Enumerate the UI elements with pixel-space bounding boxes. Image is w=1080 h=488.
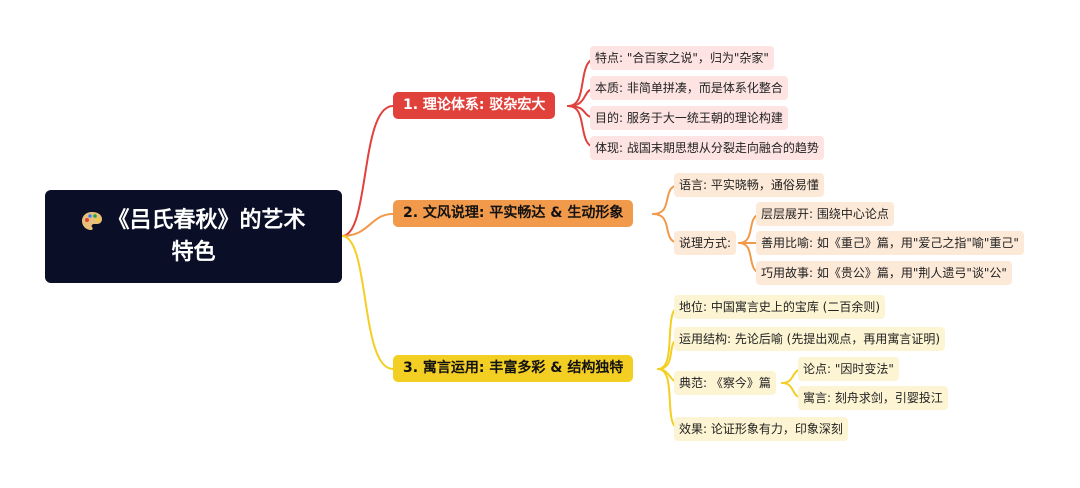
leaf-2-2-2[interactable]: 善用比喻: 如《重己》篇，用"爱己之指"喻"重己" [756, 231, 1024, 255]
leaf-3-3-2[interactable]: 寓言: 刻舟求剑，引婴投江 [798, 386, 948, 410]
leaf-3-4[interactable]: 效果: 论证形象有力，印象深刻 [674, 417, 848, 441]
palette-icon [82, 211, 103, 230]
leaf-2-2-1[interactable]: 层层展开: 围绕中心论点 [756, 202, 894, 226]
leaf-1-1[interactable]: 特点: "合百家之说"，归为"杂家" [590, 46, 774, 70]
leaf-3-3[interactable]: 典范: 《察今》篇 [674, 371, 776, 395]
leaf-2-1[interactable]: 语言: 平实晓畅，通俗易懂 [674, 173, 824, 197]
leaf-2-2[interactable]: 说理方式: [674, 231, 737, 255]
link-root-branch-2 [341, 213, 394, 237]
leaf-2-2-3[interactable]: 巧用故事: 如《贵公》篇，用"荆人遗弓"谈"公" [756, 261, 1012, 285]
leaf-3-2[interactable]: 运用结构: 先论后喻 (先提出观点，再用寓言证明) [674, 327, 946, 351]
leaf-3-1[interactable]: 地位: 中国寓言史上的宝库 (二百余则) [674, 295, 886, 319]
leaf-1-3[interactable]: 目的: 服务于大一统王朝的理论构建 [590, 106, 788, 130]
leaf-1-4[interactable]: 体现: 战国末期思想从分裂走向融合的趋势 [590, 136, 824, 160]
link-root-branch-1 [341, 105, 394, 237]
root-node[interactable]: 《吕氏春秋》的艺术 特色 [45, 190, 342, 283]
link-root-branch-3 [341, 235, 394, 370]
branch-2-writing-style[interactable]: 2. 文风说理: 平实畅达 & 生动形象 [393, 200, 634, 227]
root-title-line-2: 特色 [171, 239, 216, 265]
branch-1-theory-system[interactable]: 1. 理论体系: 驳杂宏大 [393, 92, 556, 119]
leaf-3-3-1[interactable]: 论点: "因时变法" [798, 357, 899, 381]
leaf-1-2[interactable]: 本质: 非简单拼凑，而是体系化整合 [590, 76, 788, 100]
branch-3-fable-usage[interactable]: 3. 寓言运用: 丰富多彩 & 结构独特 [393, 355, 634, 382]
root-title-line-1: 《吕氏春秋》的艺术 [107, 207, 306, 233]
